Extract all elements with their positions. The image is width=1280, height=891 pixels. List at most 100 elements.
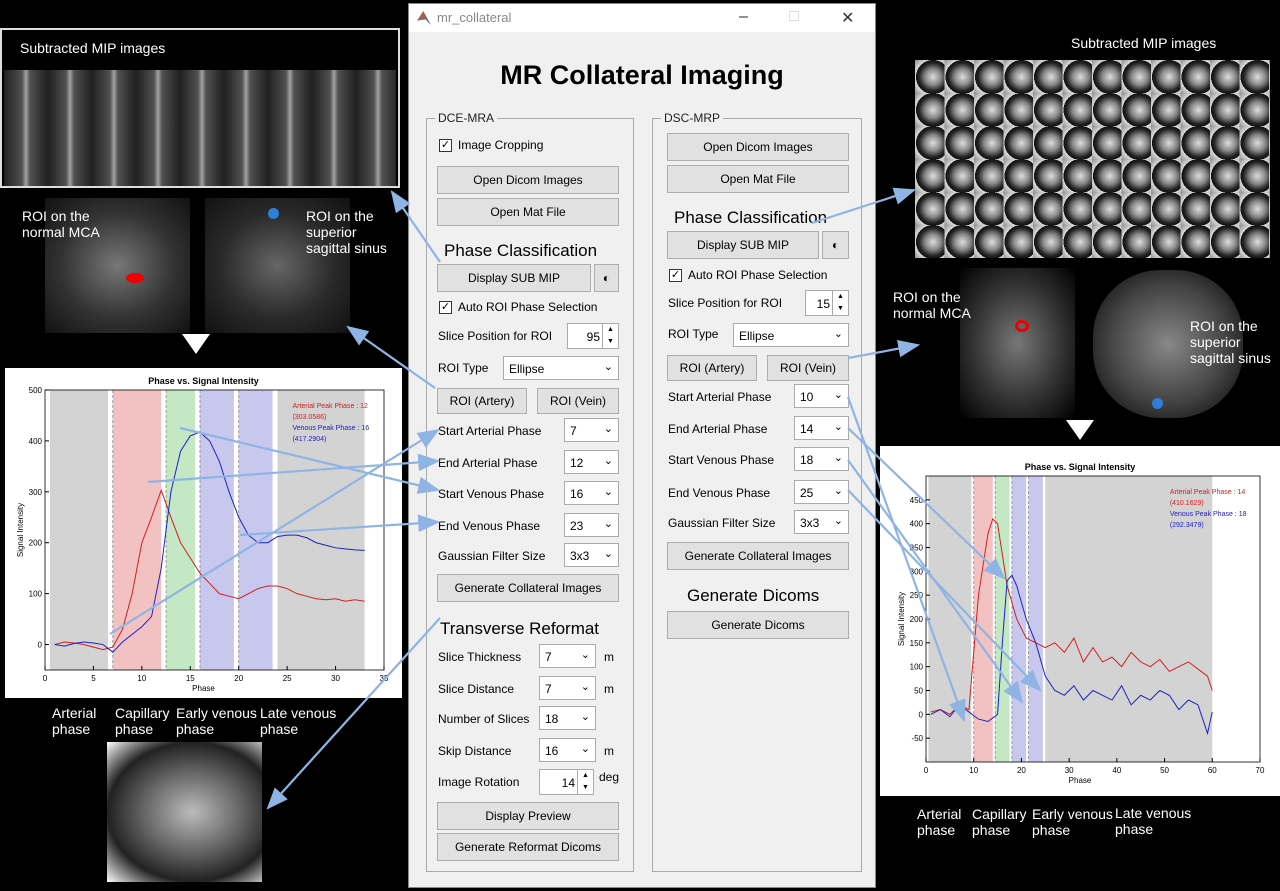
close-button[interactable]: ✕: [841, 10, 855, 27]
left-capillary-caption: Capillary phase: [115, 705, 170, 737]
y-tick-label: 300: [29, 488, 43, 497]
arrow-sub-mip-right: [811, 187, 917, 225]
dsc-mrp-panel: DSC-MRP: [652, 111, 862, 872]
slice-thickness-value: 7: [545, 650, 552, 664]
minimize-button[interactable]: –: [739, 8, 748, 25]
dsc-end-arterial-select[interactable]: 14⌄: [794, 416, 849, 440]
arrow-end-venous-right: [847, 489, 1042, 692]
slice-distance-unit: m: [604, 682, 614, 696]
generate-dicoms-title: Generate Dicoms: [687, 586, 820, 605]
arrow-end-arterial-right: [847, 427, 1006, 580]
dsc-roi-type-select[interactable]: Ellipse⌄: [733, 323, 849, 347]
peak-annotation: (410.1629): [1170, 500, 1204, 507]
skip-distance-select[interactable]: 16⌄: [539, 738, 596, 762]
chevron-down-icon: ⌄: [580, 649, 590, 661]
dsc-gaussian-select[interactable]: 3x3⌄: [794, 510, 849, 534]
dce-generate-collateral-button[interactable]: Generate Collateral Images: [437, 574, 619, 602]
left-late-venous-caption: Late venous phase: [260, 705, 337, 737]
image-rotation-unit: deg: [599, 770, 620, 784]
dsc-auto-roi-checkbox[interactable]: ✓: [669, 269, 682, 282]
y-tick-label: 500: [29, 386, 43, 395]
window-titlebar[interactable]: mr_collateral – □ ✕: [409, 4, 875, 32]
display-preview-button[interactable]: Display Preview: [437, 802, 619, 830]
app-title: MR Collateral Imaging: [500, 60, 784, 90]
dsc-roi-vein-button[interactable]: ROI (Vein): [767, 355, 849, 381]
dce-contrast-toggle-button[interactable]: ◐: [594, 264, 619, 292]
slice-distance-value: 7: [545, 682, 552, 696]
x-tick-label: 50: [1160, 766, 1169, 775]
dce-start-venous-select[interactable]: 16⌄: [564, 481, 619, 505]
dce-image-cropping-checkbox[interactable]: ✓: [439, 139, 452, 152]
dce-gaussian-select[interactable]: 3x3 ⌄: [564, 543, 619, 567]
dsc-start-venous-label: Start Venous Phase: [668, 453, 775, 467]
dsc-roi-artery-button[interactable]: ROI (Artery): [667, 355, 757, 381]
maximize-button[interactable]: □: [789, 8, 799, 25]
chevron-down-icon: ⌄: [833, 328, 843, 340]
chart-title: Phase vs. Signal Intensity: [148, 376, 259, 386]
arrow-sub-mip-left: [390, 190, 441, 263]
left-roi-mca-image: [45, 198, 190, 333]
dce-start-arterial-select[interactable]: 7⌄: [564, 418, 619, 442]
dce-end-venous-select[interactable]: 23⌄: [564, 513, 619, 537]
dce-auto-roi-checkbox[interactable]: ✓: [439, 301, 452, 314]
dce-gaussian-value: 3x3: [570, 549, 590, 563]
dsc-panel-title: DSC-MRP: [661, 111, 723, 125]
dsc-end-venous-select[interactable]: 25⌄: [794, 480, 849, 504]
dce-roi-vein-button[interactable]: ROI (Vein): [537, 388, 619, 414]
number-of-slices-select[interactable]: 18⌄: [539, 706, 596, 730]
dsc-start-venous-select[interactable]: 18⌄: [794, 447, 849, 471]
dsc-open-dicom-button[interactable]: Open Dicom Images: [667, 133, 849, 161]
dsc-contrast-toggle-button[interactable]: ◐: [822, 231, 849, 259]
spinner-arrows-icon[interactable]: ▲▼: [577, 770, 593, 794]
venous-series-line: [54, 431, 365, 653]
dce-open-mat-button[interactable]: Open Mat File: [437, 198, 619, 226]
y-tick-label: 200: [910, 615, 924, 624]
dsc-open-mat-button[interactable]: Open Mat File: [667, 165, 849, 193]
dsc-end-venous-value: 25: [800, 486, 814, 500]
x-tick-label: 25: [283, 674, 292, 683]
dsc-display-sub-mip-button[interactable]: Display SUB MIP: [667, 231, 819, 259]
slice-thickness-label: Slice Thickness: [438, 650, 522, 664]
generate-dicoms-button[interactable]: Generate Dicoms: [667, 611, 849, 639]
dce-roi-type-select[interactable]: Ellipse⌄: [503, 356, 619, 380]
dsc-slice-position-spinner[interactable]: 15▲▼: [805, 290, 849, 316]
peak-annotation: Arterial Peak Phase : 12: [292, 403, 368, 410]
chevron-down-icon: ⌄: [603, 548, 613, 560]
dce-roi-type-label: ROI Type: [438, 361, 489, 375]
chart-title: Phase vs. Signal Intensity: [1025, 462, 1136, 472]
right-roi-sss-image: [1093, 270, 1243, 418]
left-roi-sss-caption: ROI on the superior sagittal sinus: [306, 208, 387, 256]
peak-annotation: (417.2904): [292, 436, 326, 443]
x-axis-label: Phase: [192, 684, 215, 693]
arterial-series-line: [930, 517, 1213, 715]
dsc-start-venous-value: 18: [800, 453, 814, 467]
dce-display-sub-mip-button[interactable]: Display SUB MIP: [437, 264, 591, 292]
spinner-arrows-icon[interactable]: ▲▼: [602, 324, 618, 348]
dce-start-venous-value: 16: [570, 487, 584, 501]
dce-gaussian-label: Gaussian Filter Size: [438, 549, 546, 563]
dsc-start-arterial-select[interactable]: 10⌄: [794, 384, 849, 408]
phase-band: [1045, 476, 1213, 762]
slice-distance-select[interactable]: 7⌄: [539, 676, 596, 700]
skip-distance-label: Skip Distance: [438, 744, 512, 758]
window-title: mr_collateral: [437, 10, 512, 25]
dce-roi-artery-button[interactable]: ROI (Artery): [437, 388, 527, 414]
right-early-venous-caption: Early venous phase: [1032, 806, 1113, 838]
right-roi-sss-caption: ROI on the superior sagittal sinus: [1190, 318, 1271, 366]
dce-slice-position-spinner[interactable]: 95▲▼: [567, 323, 619, 349]
y-axis-label: Signal Intensity: [897, 592, 906, 646]
generate-reformat-dicoms-button[interactable]: Generate Reformat Dicoms: [437, 833, 619, 861]
arrow-roi-left: [346, 325, 436, 389]
image-rotation-spinner[interactable]: 14▲▼: [539, 769, 594, 795]
chevron-down-icon: ⌄: [603, 361, 613, 373]
dsc-generate-collateral-button[interactable]: Generate Collateral Images: [667, 542, 849, 570]
chevron-down-icon: ⌄: [833, 421, 843, 433]
spinner-arrows-icon[interactable]: ▲▼: [832, 291, 848, 315]
y-tick-label: 200: [29, 539, 43, 548]
dce-open-dicom-button[interactable]: Open Dicom Images: [437, 166, 619, 194]
dce-panel-title: DCE-MRA: [435, 111, 497, 125]
arrow-reformat-left: [266, 617, 441, 810]
dce-end-arterial-select[interactable]: 12⌄: [564, 450, 619, 474]
slice-thickness-select[interactable]: 7⌄: [539, 644, 596, 668]
